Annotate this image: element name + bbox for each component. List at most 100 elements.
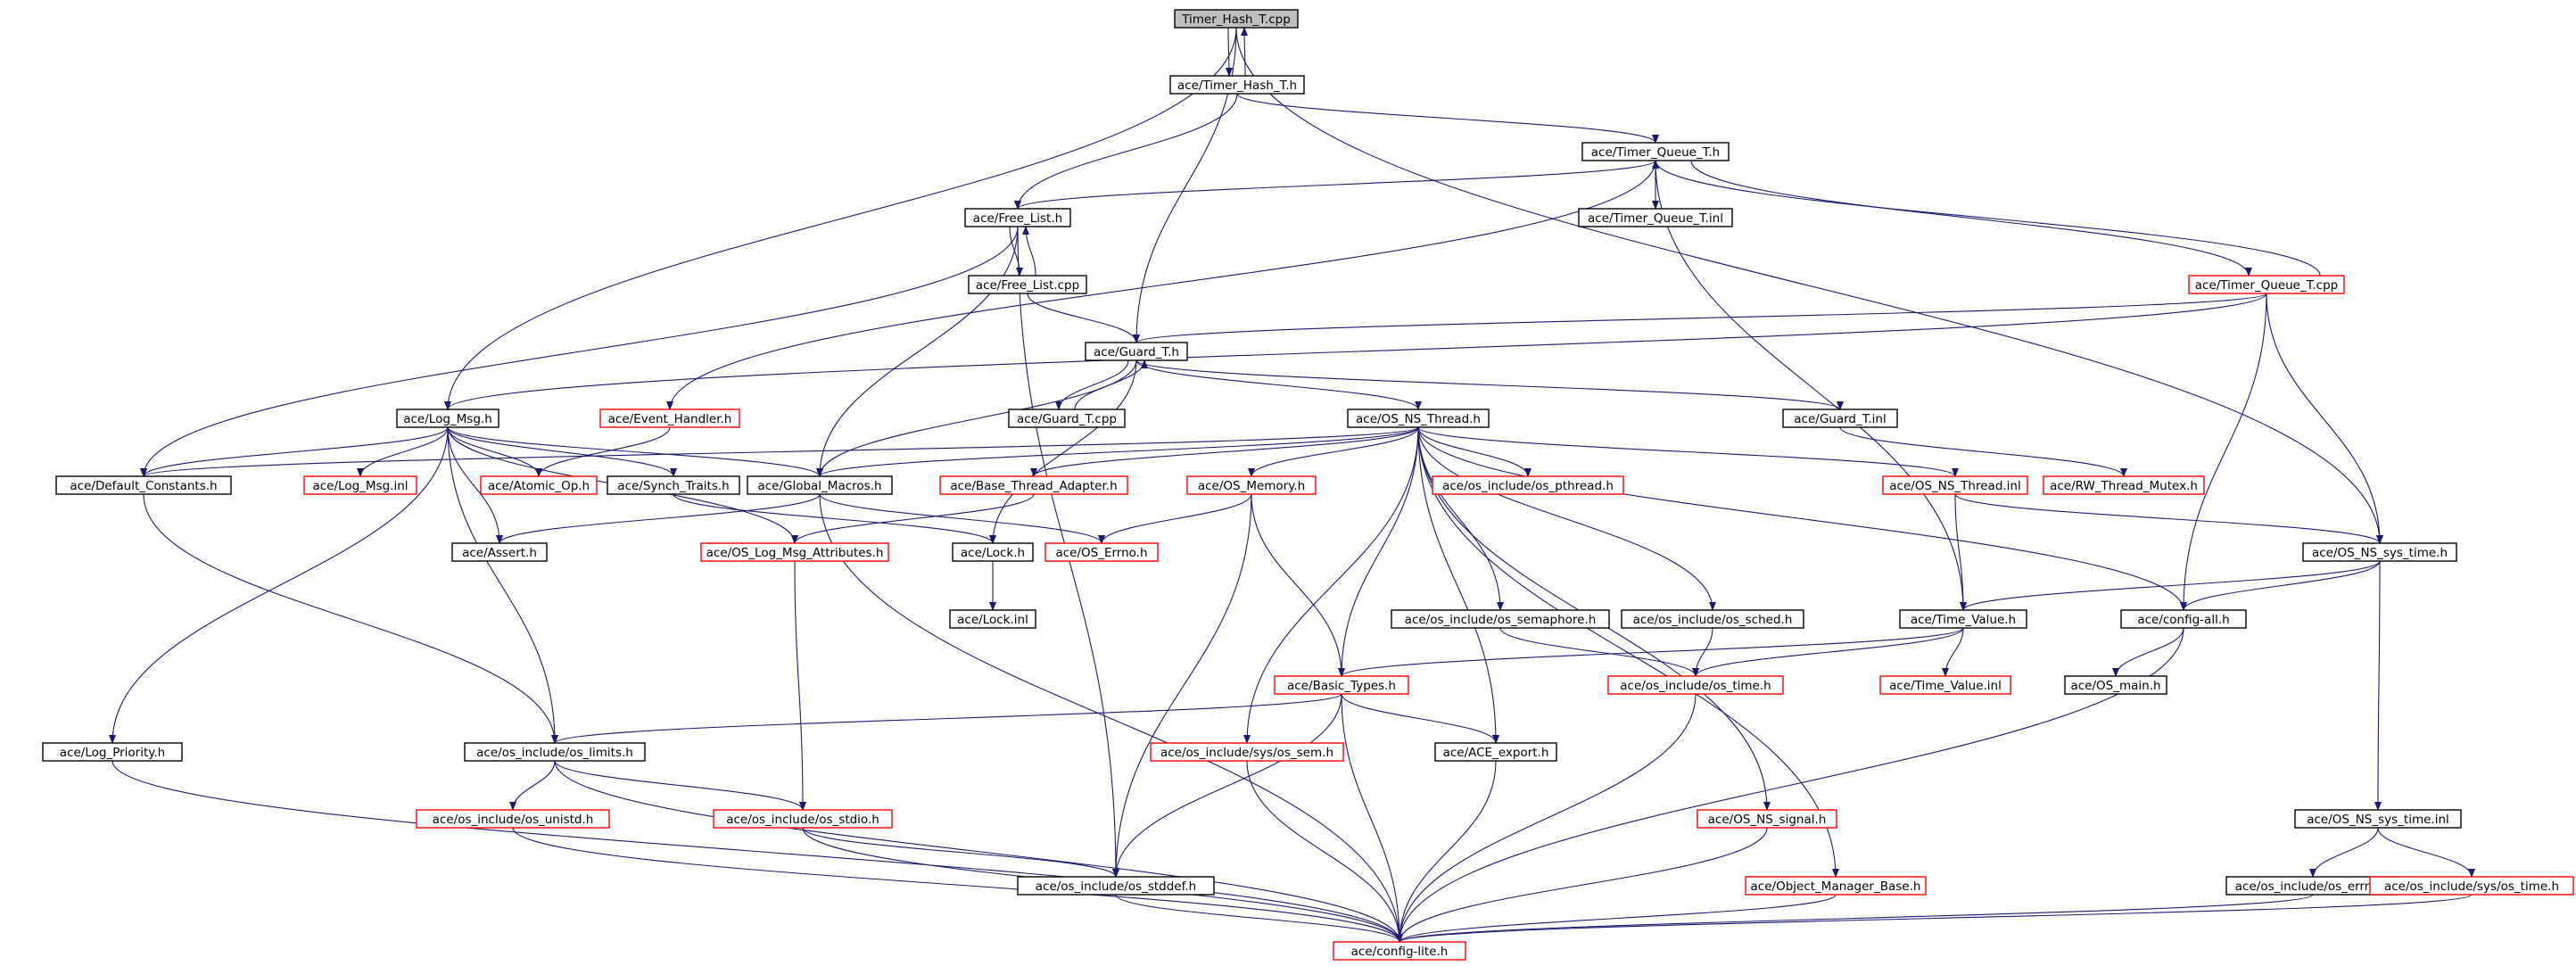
node-os_ns_sys_time_h[interactable]: ace/OS_NS_sys_time.h [2302,542,2457,562]
node-label: ace/os_include/sys/os_time.h [2384,879,2559,894]
node-global_macros_h[interactable]: ace/Global_Macros.h [747,475,893,495]
node-lock_h[interactable]: ace/Lock.h [952,542,1034,562]
edge-os_ns_sys_time_inl-to-os_errno_inc_h [2309,827,2379,878]
node-box [1745,876,1927,896]
node-box [42,742,183,762]
node-box [939,475,1128,495]
node-log_msg_inl[interactable]: ace/Log_Msg.inl [303,475,417,495]
node-os_ns_sys_time_inl[interactable]: ace/OS_NS_sys_time.inl [2294,809,2462,829]
node-free_list_h[interactable]: ace/Free_List.h [964,208,1071,227]
nodes-layer: Timer_Hash_T.cppace/Timer_Hash_T.hace/Ti… [42,9,2574,961]
node-lock_inl[interactable]: ace/Lock.inl [949,609,1036,629]
node-default_constants_h[interactable]: ace/Default_Constants.h [55,475,232,495]
node-timer_queue_t_inl[interactable]: ace/Timer_Queue_T.inl [1578,208,1733,227]
node-label: ace/Default_Constants.h [70,479,217,493]
edge-os_stdio_h-to-os_stddef_h [802,827,1119,878]
node-label: ace/os_include/os_pthread.h [1442,479,1614,493]
edge-log_msg_h-to-global_macros_h [447,426,823,477]
node-assert_h[interactable]: ace/Assert.h [451,542,548,562]
node-os_memory_h[interactable]: ace/OS_Memory.h [1186,475,1317,495]
node-box [964,208,1071,227]
node-os_ns_thread_h[interactable]: ace/OS_NS_Thread.h [1347,409,1490,428]
node-guard_t_h[interactable]: ace/Guard_T.h [1085,342,1188,361]
node-object_manager_base_h[interactable]: ace/Object_Manager_Base.h [1745,876,1927,896]
node-box [1150,742,1344,762]
node-sys_os_time_h[interactable]: ace/os_include/sys/os_time.h [2369,876,2574,896]
node-os_limits_h[interactable]: ace/os_include/os_limits.h [464,742,646,762]
node-label: ace/os_include/sys/os_sem.h [1160,746,1333,760]
node-label: ace/Log_Priority.h [60,746,165,760]
edge-timer_hash_t_h-to-timer_hash_t_cpp [1241,27,1249,77]
node-time_value_inl[interactable]: ace/Time_Value.inl [1879,675,2011,695]
node-label: ace/os_include/os_unistd.h [433,813,594,827]
node-label: ace/os_include/os_semaphore.h [1405,613,1597,627]
node-os_sem_h[interactable]: ace/os_include/sys/os_sem.h [1150,742,1344,762]
node-guard_t_cpp[interactable]: ace/Guard_T.cpp [1008,409,1126,428]
edge-os_limits_h-to-os_stdio_h [554,760,806,811]
edge-log_priority_h-to-config_lite_h [111,760,1403,943]
node-os_errno_h[interactable]: ace/OS_Errno.h [1044,542,1159,562]
node-os_sched_h[interactable]: ace/os_include/os_sched.h [1621,609,1804,629]
node-os_ns_signal_h[interactable]: ace/OS_NS_signal.h [1697,809,1837,829]
node-label: ace/Lock.inl [957,613,1028,627]
node-label: ace/Log_Msg.inl [312,479,408,493]
node-timer_hash_t_h[interactable]: ace/Timer_Hash_T.h [1169,75,1305,95]
node-atomic_op_h[interactable]: ace/Atomic_Op.h [480,475,598,495]
edge-config_all_h-to-os_main_h [2112,627,2184,677]
edge-free_list_h-to-global_macros_h [816,226,1019,477]
edge-log_msg_h-to-log_priority_h [109,426,449,744]
edge-time_value_h-to-basic_types_h [1338,627,1964,677]
node-os_unistd_h[interactable]: ace/os_include/os_unistd.h [416,809,610,829]
node-box [607,475,740,495]
node-event_handler_h[interactable]: ace/Event_Handler.h [599,409,740,428]
node-box [480,475,598,495]
node-label: ace/OS_NS_Thread.h [1356,412,1481,426]
edge-os_ns_thread_h-to-base_thread_adapter_h [1030,426,1419,477]
node-rw_thread_mutex_h[interactable]: ace/RW_Thread_Mutex.h [2043,475,2205,495]
node-base_thread_adapter_h[interactable]: ace/Base_Thread_Adapter.h [939,475,1128,495]
node-os_time_h[interactable]: ace/os_include/os_time.h [1607,675,1784,695]
node-label: ace/config-all.h [2137,613,2229,627]
node-os_errno_inc_h[interactable]: ace/os_include/os_errno.h [2225,876,2400,896]
edge-os_ns_thread_h-to-os_sem_h [1243,426,1419,744]
node-label: ace/os_include/os_time.h [1620,679,1771,693]
node-timer_queue_t_cpp[interactable]: ace/Timer_Queue_T.cpp [2188,275,2345,294]
node-label: ace/OS_NS_Thread.inl [1889,479,2020,493]
node-os_main_h[interactable]: ace/OS_main.h [2064,675,2167,695]
node-os_semaphore_h[interactable]: ace/os_include/os_semaphore.h [1391,609,1610,629]
node-os_stddef_h[interactable]: ace/os_include/os_stddef.h [1017,876,1215,896]
node-basic_types_h[interactable]: ace/Basic_Types.h [1274,675,1409,695]
node-synch_traits_h[interactable]: ace/Synch_Traits.h [607,475,740,495]
edge-timer_queue_t_h-to-free_list_h [1014,160,1656,210]
node-label: ace/Event_Handler.h [608,412,732,426]
node-guard_t_inl[interactable]: ace/Guard_T.inl [1782,409,1898,428]
node-os_ns_thread_inl[interactable]: ace/OS_NS_Thread.inl [1882,475,2028,495]
node-box [2302,542,2457,562]
node-label: ace/Timer_Queue_T.inl [1588,211,1723,226]
node-os_pthread_h[interactable]: ace/os_include/os_pthread.h [1432,475,1624,495]
node-time_value_h[interactable]: ace/Time_Value.h [1899,609,2027,629]
node-box [55,475,232,495]
node-log_priority_h[interactable]: ace/Log_Priority.h [42,742,183,762]
edge-synch_traits_h-to-lock_h [673,493,996,544]
node-label: ace/Assert.h [462,546,537,560]
edge-os_sem_h-to-config_lite_h [1246,760,1403,943]
edge-timer_queue_t_h-to-timer_queue_t_cpp [1690,160,2252,277]
node-os_stdio_h[interactable]: ace/os_include/os_stdio.h [713,809,893,829]
edge-os_errno_inc_h-to-config_lite_h [1396,894,2314,943]
edge-os_limits_h-to-os_unistd_h [509,760,556,811]
node-os_log_msg_attributes_h[interactable]: ace/OS_Log_Msg_Attributes.h [700,542,889,562]
node-free_list_cpp[interactable]: ace/Free_List.cpp [968,275,1087,294]
node-label: ace/Log_Msg.h [403,412,492,426]
node-label: ace/Basic_Types.h [1287,679,1396,693]
edge-time_value_h-to-os_time_h [1692,627,1964,677]
node-label: ace/OS_main.h [2070,679,2160,693]
edge-log_msg_h-to-atomic_op_h [447,426,542,477]
node-label: ace/Free_List.h [973,211,1062,226]
node-log_msg_h[interactable]: ace/Log_Msg.h [396,409,500,428]
node-ace_export_h[interactable]: ace/ACE_export.h [1434,742,1557,762]
node-config_all_h[interactable]: ace/config-all.h [2120,609,2247,629]
node-timer_queue_t_h[interactable]: ace/Timer_Queue_T.h [1581,142,1730,161]
node-config_lite_h[interactable]: ace/config-lite.h [1333,941,1466,961]
